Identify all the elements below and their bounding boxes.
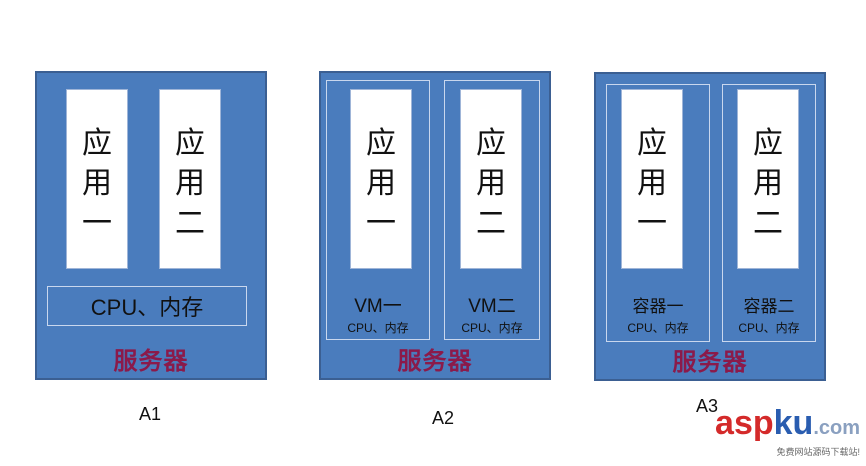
vm-one-resource: CPU、内存 [347,321,409,335]
watermark-ku: ku [773,404,814,442]
container-two-label: 容器二 [743,297,795,316]
vm-two-frame: 应 用 二 VM二 CPU、内存 [444,80,540,340]
container-two-frame: 应 用 二 容器二 CPU、内存 [722,84,816,342]
app-one-box: 应 用 一 [66,89,128,269]
server-label: 服务器 [672,348,748,376]
watermark-asp: asp [715,404,774,442]
watermark-dot: .com [813,417,860,439]
vm-one-label: VM一 [354,296,402,317]
app-two-box: 应 用 二 [460,89,522,269]
container-one-frame: 应 用 一 容器一 CPU、内存 [606,84,710,342]
app-one-label: 应 用 一 [637,126,667,241]
app-one-box: 应 用 一 [350,89,412,269]
app-two-label: 应 用 二 [476,126,506,241]
server-a2: 应 用 一 VM一 CPU、内存 应 用 二 VM二 CPU、内存 服务器 [319,71,551,380]
app-one-label: 应 用 一 [82,126,112,241]
app-two-label: 应 用 二 [753,126,783,241]
vm-one-frame: 应 用 一 VM一 CPU、内存 [326,80,430,340]
vm-two-label: VM二 [468,296,516,317]
caption-a2: A2 [432,408,455,428]
watermark-subtitle: 免费网站源码下载站! [776,447,860,457]
cpu-memory-box: CPU、内存 [47,286,247,326]
server-a3: 应 用 一 容器一 CPU、内存 应 用 二 容器二 CPU、内存 服务器 [594,72,826,381]
server-label: 服务器 [397,347,473,375]
app-two-box: 应 用 二 [159,89,221,269]
server-label: 服务器 [113,347,189,375]
container-one-resource: CPU、内存 [627,321,689,335]
aspku-watermark: aspku.com 免费网站源码下载站! [715,406,860,458]
caption-a3: A3 [696,396,719,416]
container-one-label: 容器一 [632,297,684,316]
vm-two-resource: CPU、内存 [461,321,523,335]
container-two-resource: CPU、内存 [738,321,800,335]
app-two-label: 应 用 二 [175,126,205,241]
app-one-label: 应 用 一 [366,126,396,241]
app-one-box: 应 用 一 [621,89,683,269]
app-two-box: 应 用 二 [737,89,799,269]
caption-a1: A1 [139,404,162,424]
server-a1: 应 用 一 应 用 二 CPU、内存 服务器 [35,71,267,380]
